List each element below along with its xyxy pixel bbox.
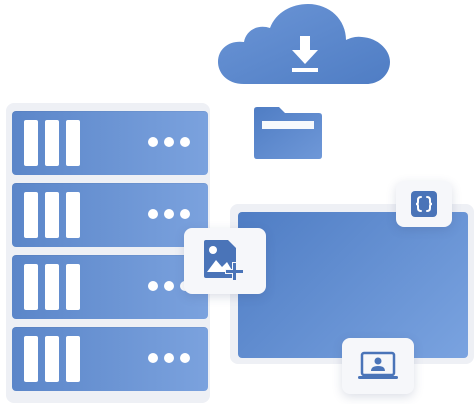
status-dot: [180, 137, 190, 147]
server-bay: [24, 192, 38, 238]
user-screen-card: [342, 338, 414, 394]
image-add-icon: [204, 240, 244, 281]
server-bay: [66, 120, 80, 166]
monitor: [230, 204, 474, 364]
server-bay: [24, 120, 38, 166]
server-bay: [45, 192, 59, 238]
status-dot: [164, 137, 174, 147]
status-dot: [164, 281, 174, 291]
server-unit: [12, 111, 208, 175]
server-bay: [66, 192, 80, 238]
server-bay: [24, 336, 38, 382]
status-dots: [148, 209, 190, 219]
server-unit: [12, 255, 208, 319]
status-dot: [164, 209, 174, 219]
status-dot: [180, 209, 190, 219]
code-card: [396, 181, 452, 227]
status-dot: [148, 137, 158, 147]
status-dot: [148, 209, 158, 219]
server-unit: [12, 183, 208, 247]
server-bay: [45, 336, 59, 382]
server-bay: [66, 336, 80, 382]
status-dots: [148, 137, 190, 147]
status-dot: [148, 281, 158, 291]
status-dot: [180, 353, 190, 363]
user-monitor-icon: [358, 351, 398, 379]
status-dot: [148, 353, 158, 363]
folder-icon: [254, 107, 322, 159]
server-rack: [6, 103, 210, 403]
code-braces-icon: [411, 191, 437, 217]
status-dots: [148, 353, 190, 363]
status-dot: [164, 353, 174, 363]
monitor-screen: [238, 212, 468, 358]
server-bay: [45, 120, 59, 166]
image-add-card: [184, 228, 266, 294]
server-unit: [12, 327, 208, 391]
server-bay: [24, 264, 38, 310]
cloud-download-icon: [218, 4, 390, 84]
server-bay: [45, 264, 59, 310]
server-bay: [66, 264, 80, 310]
